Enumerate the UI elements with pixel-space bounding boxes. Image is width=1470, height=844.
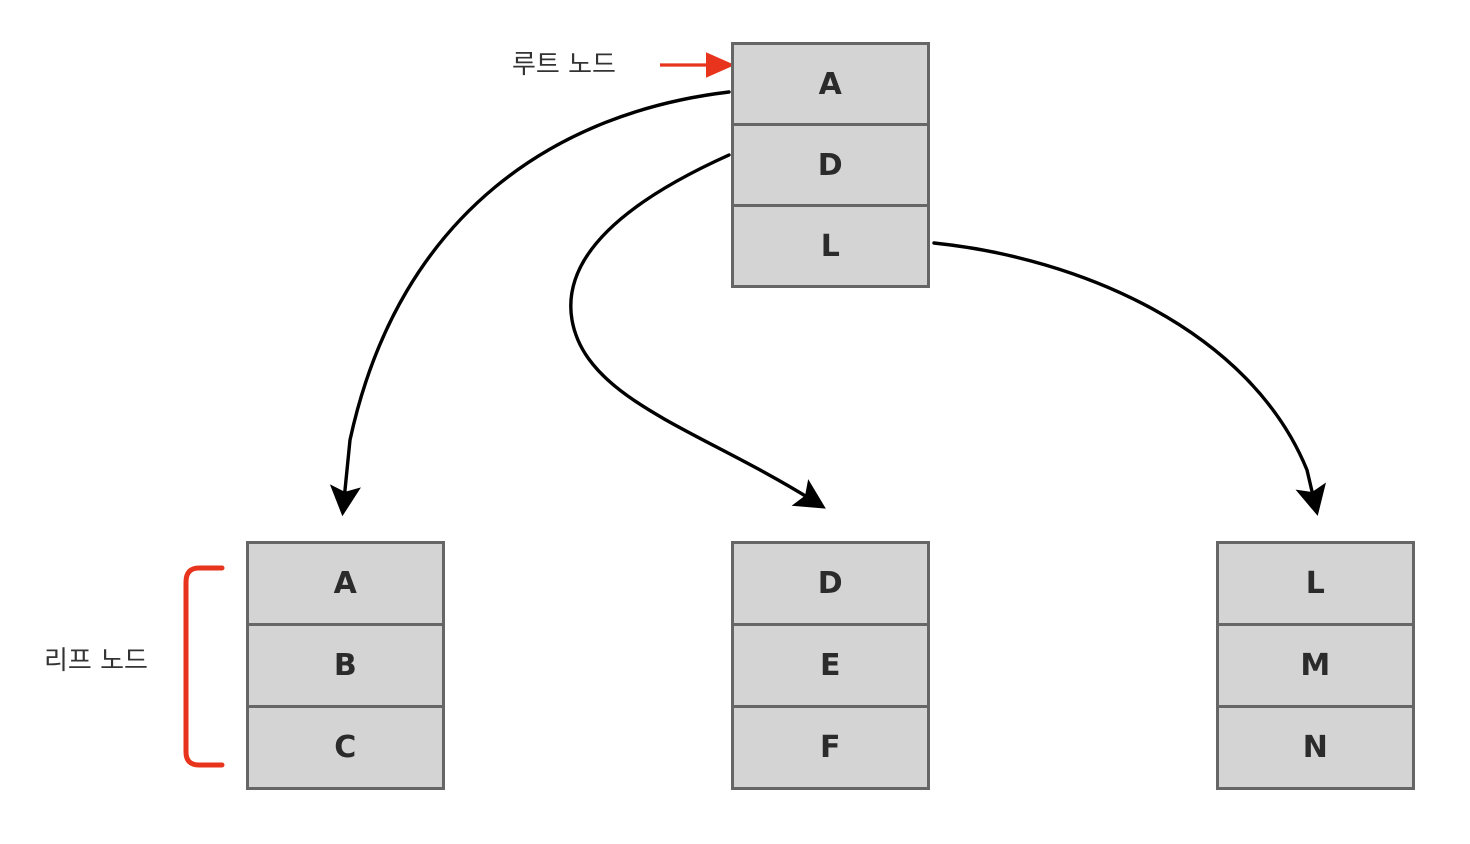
edge-root-a-to-leaf1 — [329, 90, 731, 517]
leaf-node-label: 리프 노드 — [44, 646, 148, 676]
leaf2-cell-0[interactable]: D — [734, 544, 927, 623]
root-cell-2[interactable]: L — [734, 204, 927, 285]
leaf-brace — [183, 565, 225, 768]
leaf1-cell-1[interactable]: B — [249, 623, 442, 705]
leaf-node-2[interactable]: D E F — [731, 541, 930, 790]
root-node[interactable]: A D L — [731, 42, 930, 288]
root-cell-0[interactable]: A — [734, 45, 927, 123]
leaf-node-1[interactable]: A B C — [246, 541, 445, 790]
leaf3-cell-2[interactable]: N — [1219, 705, 1412, 787]
leaf1-cell-2[interactable]: C — [249, 705, 442, 787]
leaf2-cell-1[interactable]: E — [734, 623, 927, 705]
root-node-label: 루트 노드 — [512, 50, 616, 80]
leaf1-cell-0[interactable]: A — [249, 544, 442, 623]
leaf3-cell-0[interactable]: L — [1219, 544, 1412, 623]
leaf-node-3[interactable]: L M N — [1216, 541, 1415, 790]
root-cell-1[interactable]: D — [734, 123, 927, 204]
edge-root-l-to-leaf3 — [932, 241, 1326, 516]
leaf3-cell-1[interactable]: M — [1219, 623, 1412, 705]
leaf2-cell-2[interactable]: F — [734, 705, 927, 787]
